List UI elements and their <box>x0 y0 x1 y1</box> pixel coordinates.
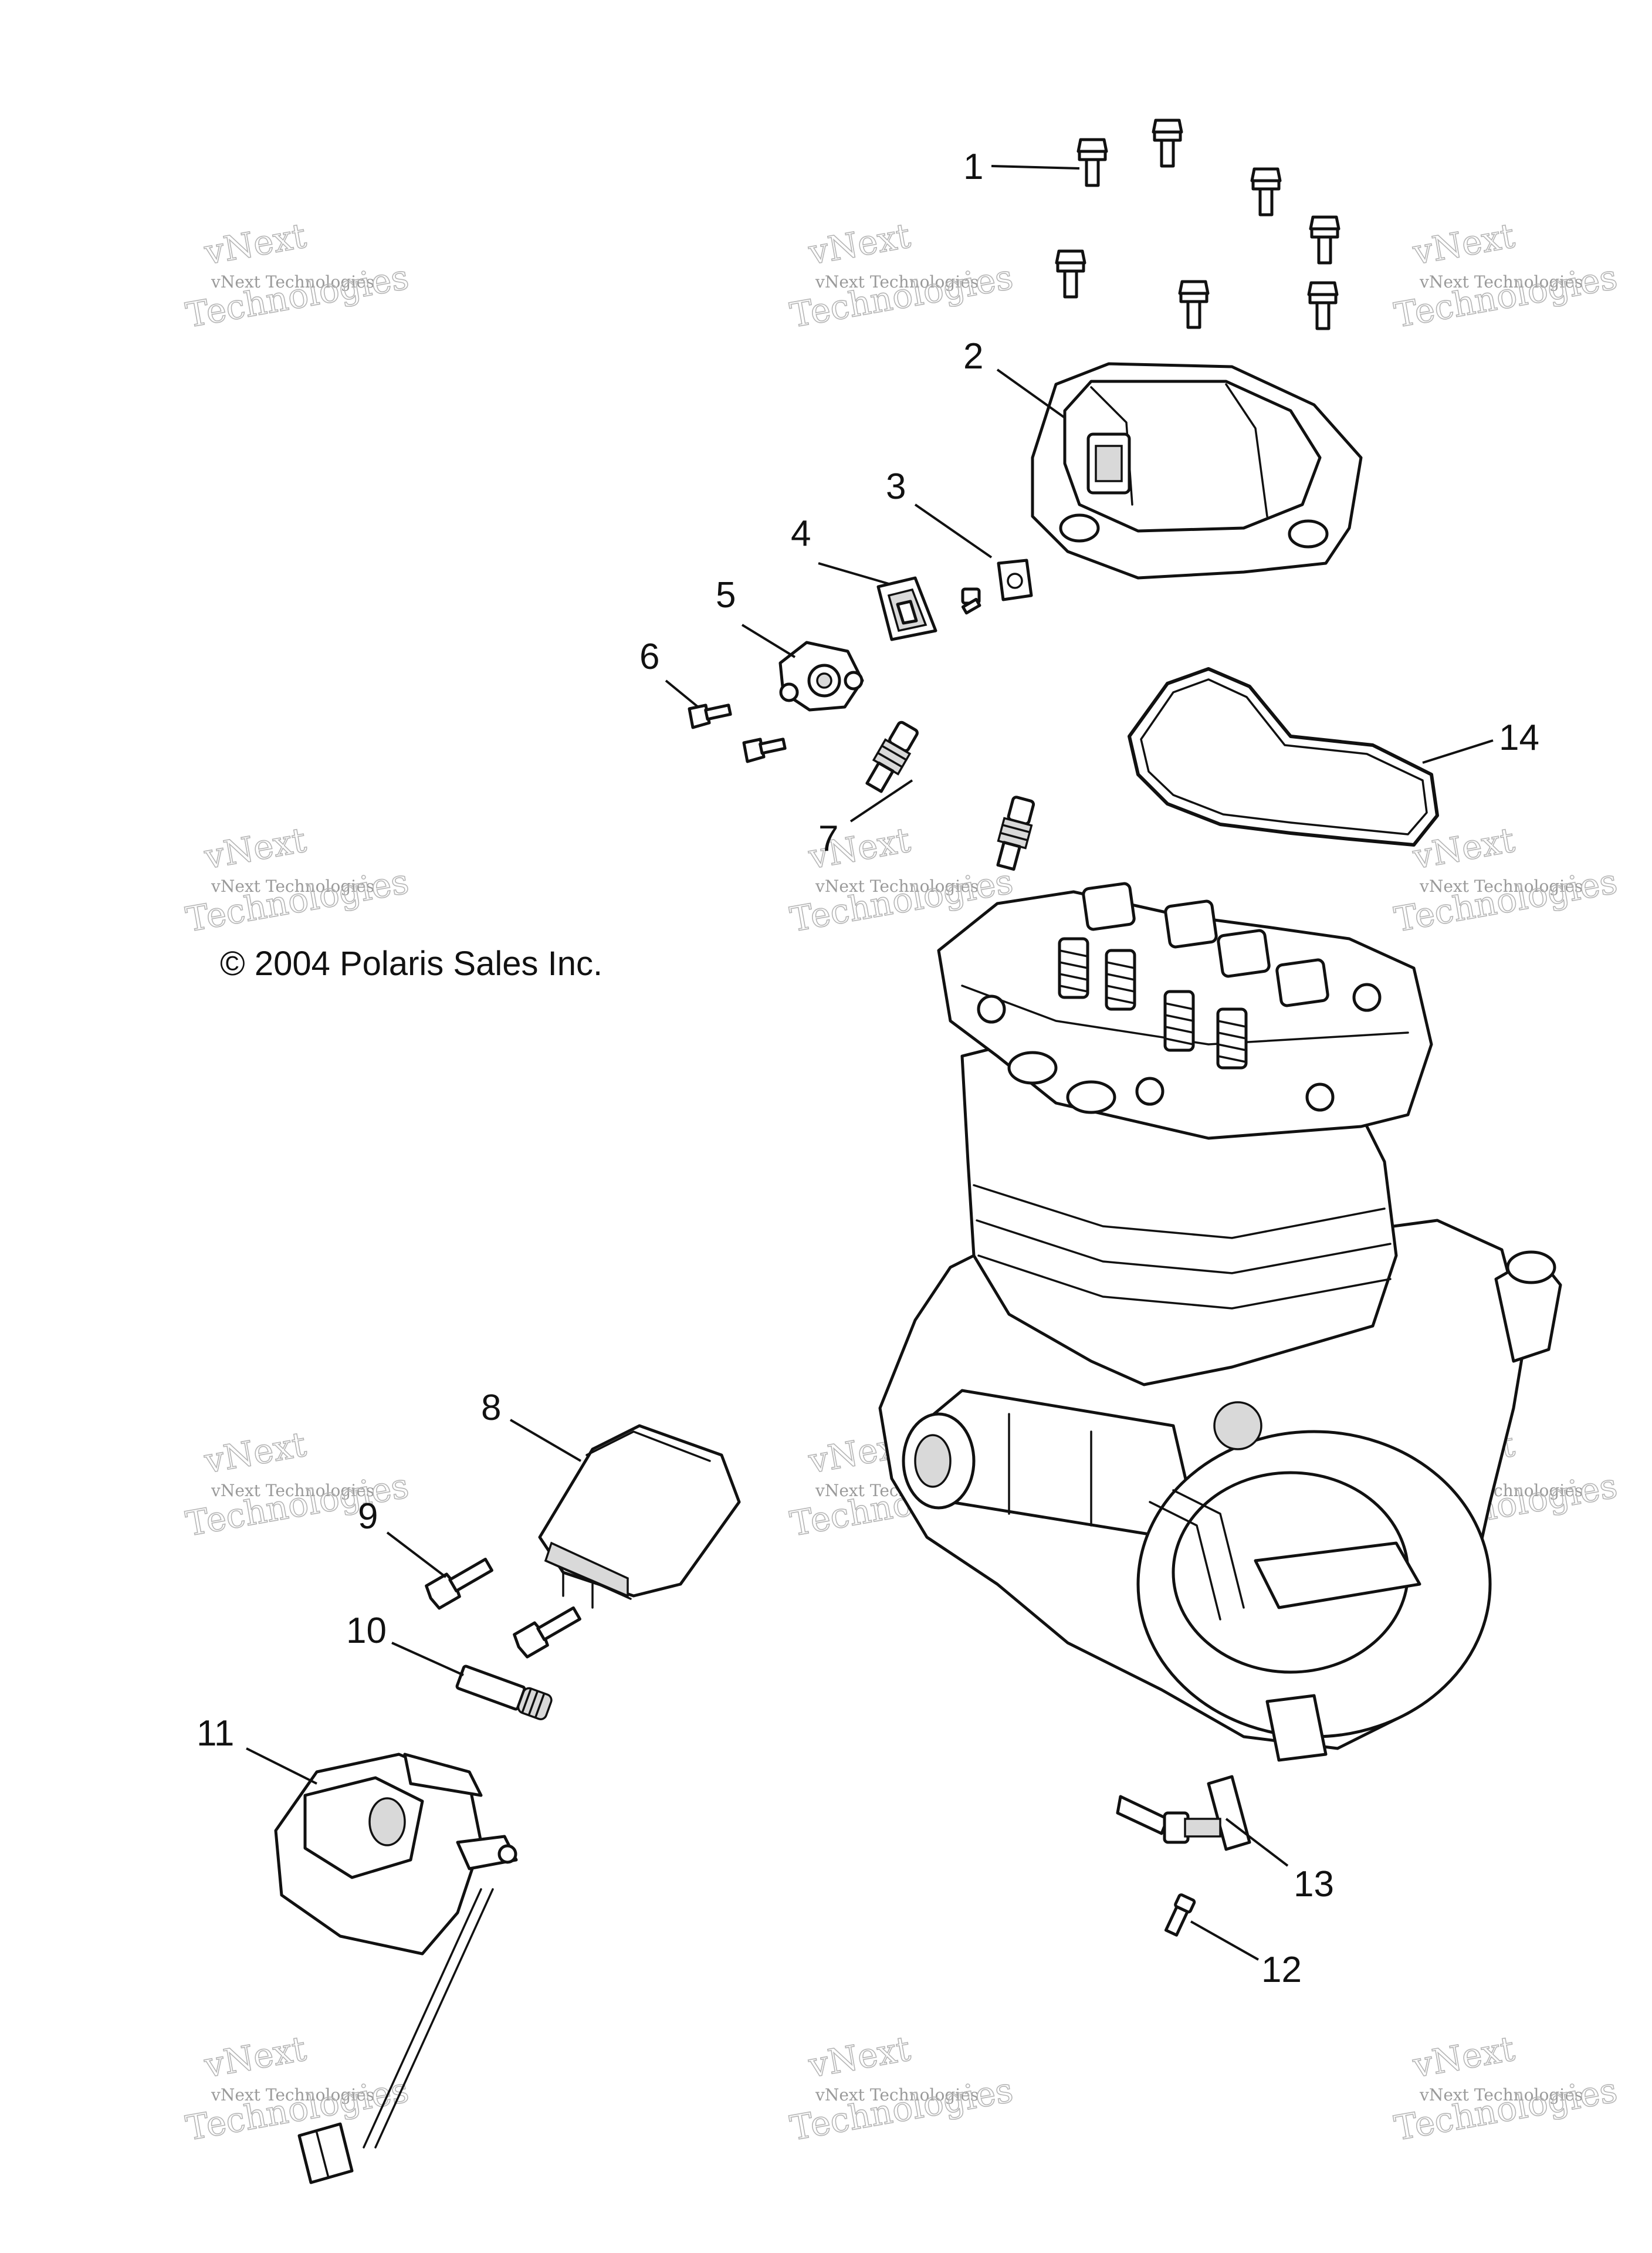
watermark-text: vNext Technologies <box>1419 2085 1583 2105</box>
watermark-vnext: vNext <box>805 2028 913 2085</box>
part-4-gasket <box>876 576 937 641</box>
watermark: vNext vNext Technologies Technologies <box>182 2028 412 2149</box>
part-14-cover-gasket-inner <box>1140 678 1428 835</box>
callout-13: 13 <box>1294 1864 1334 1904</box>
part-13-sensor <box>1116 1775 1251 1851</box>
callout-12: 12 <box>1261 1950 1302 1990</box>
watermark-vnext: vNext <box>1410 2028 1518 2085</box>
part-8-intake-adapter <box>538 1424 741 1609</box>
bolt <box>1307 281 1339 330</box>
part-2-valve-cover <box>1031 362 1363 580</box>
valve-spring <box>1163 990 1195 1052</box>
watermark-text: vNext Technologies <box>815 272 979 292</box>
bolt <box>1178 280 1210 329</box>
watermark-vnext: vNext <box>201 1424 309 1481</box>
watermark-text: vNext Technologies <box>211 2085 374 2105</box>
watermark-vnext: vNext <box>201 2028 309 2085</box>
bolt <box>1055 249 1086 299</box>
watermark: vNext vNext Technologies Technologies <box>1391 215 1620 336</box>
bolt <box>1309 215 1340 265</box>
bolt <box>1152 119 1183 168</box>
part-7-spark-plugs <box>865 720 1035 871</box>
callout-labels: 1 2 3 4 5 6 7 14 8 9 10 11 13 12 <box>197 147 1539 1990</box>
watermark: vNext vNext Technologies Technologies <box>1391 819 1620 940</box>
watermark-vnext: vNext <box>201 215 309 272</box>
part-9-bolts <box>425 1557 581 1659</box>
callout-7: 7 <box>818 818 838 859</box>
watermark-text: vNext Technologies <box>211 877 374 896</box>
bolt <box>1076 138 1108 187</box>
watermark: vNext vNext Technologies Technologies <box>182 819 412 940</box>
watermark-vnext: vNext <box>805 215 913 272</box>
watermark-text: vNext Technologies <box>211 272 374 292</box>
callout-1: 1 <box>963 147 983 187</box>
engine-block <box>878 882 1562 1762</box>
bolt <box>513 1606 581 1659</box>
bolt <box>1250 167 1282 216</box>
part-14-cover-gasket <box>1128 667 1439 847</box>
callout-11: 11 <box>197 1713 234 1754</box>
copyright-notice: © 2004 Polaris Sales Inc. <box>220 945 602 983</box>
part-3-plate <box>961 559 1033 615</box>
callout-5: 5 <box>716 575 736 615</box>
watermark-text: vNext Technologies <box>1419 877 1583 896</box>
part-6-screws <box>688 703 787 763</box>
watermark-text: vNext Technologies <box>211 1481 374 1500</box>
watermark-text: vNext Technologies <box>815 2085 979 2105</box>
part-11-throttle-body <box>274 1753 518 2184</box>
callout-4: 4 <box>791 513 811 554</box>
callout-2: 2 <box>963 336 983 377</box>
valve-spring <box>1105 949 1136 1011</box>
valve-spring <box>1058 937 1089 999</box>
valve-spring <box>1216 1007 1248 1070</box>
watermark: vNext vNext Technologies Technologies <box>787 2028 1016 2149</box>
callout-3: 3 <box>886 466 906 507</box>
part-12-pin <box>1164 1893 1196 1937</box>
leader-lines <box>246 165 1494 1961</box>
spark-plug <box>865 720 919 793</box>
watermark: vNext vNext Technologies Technologies <box>182 215 412 336</box>
watermark-text: vNext Technologies <box>815 877 979 896</box>
part-1-bolts <box>1055 119 1340 330</box>
callout-14: 14 <box>1499 718 1539 758</box>
watermark: vNext vNext Technologies Technologies <box>787 215 1016 336</box>
spark-plug <box>996 796 1035 871</box>
callout-8: 8 <box>481 1388 501 1428</box>
watermark-vnext: vNext <box>1410 215 1518 272</box>
bolt <box>425 1557 493 1610</box>
watermark-text: vNext Technologies <box>1419 272 1583 292</box>
watermark-vnext: vNext <box>201 820 309 877</box>
screw <box>688 703 732 729</box>
callout-6: 6 <box>639 637 659 677</box>
screw <box>742 738 787 763</box>
part-10-stud <box>455 1665 553 1720</box>
screw <box>961 587 981 615</box>
part-5-sensor <box>778 641 864 712</box>
callout-10: 10 <box>346 1611 387 1651</box>
callout-9: 9 <box>358 1496 378 1537</box>
watermark: vNext vNext Technologies Technologies <box>1391 2028 1620 2149</box>
